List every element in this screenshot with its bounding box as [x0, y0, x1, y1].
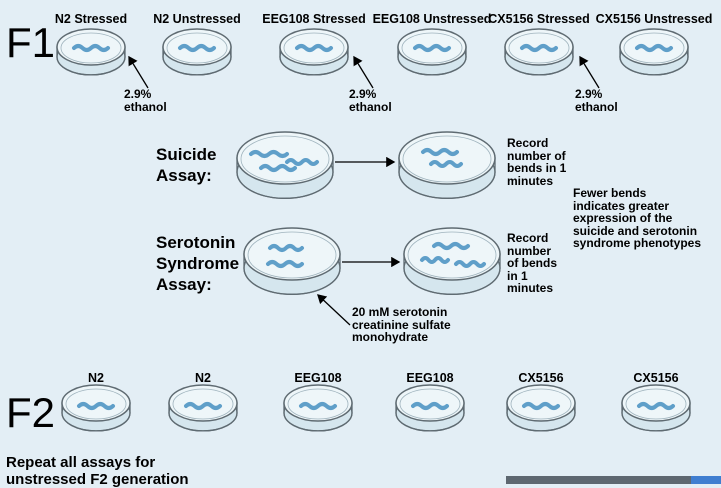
worm-shape	[411, 402, 449, 410]
f1-petri-dish	[504, 28, 574, 76]
f1-dish-label: N2 Unstressed	[153, 12, 241, 26]
f1-generation-label: F1	[6, 19, 56, 66]
dish-inner-rim	[510, 388, 572, 420]
f1-petri-dish	[279, 28, 349, 76]
f2-dish-label: N2	[88, 371, 104, 385]
worm-shape	[413, 44, 451, 52]
f2-petri-dish	[283, 384, 353, 432]
f1-dish-label: N2 Stressed	[54, 12, 128, 26]
worm-shape	[520, 44, 558, 52]
dish-rim	[403, 227, 501, 281]
dish-inner-rim	[287, 388, 349, 420]
f1-dish-label: CX5156 Stressed	[488, 12, 590, 26]
suicide-dish-end	[398, 131, 496, 199]
worm-shape	[522, 402, 560, 410]
dish-inner-rim	[402, 135, 492, 183]
ethanol-note: 2.9%ethanol	[349, 87, 392, 114]
dish-rim	[395, 384, 465, 422]
worm-shape	[299, 402, 337, 410]
suicide-record-note: Record number of bends in 1 minutes	[507, 136, 567, 188]
dish-rim	[61, 384, 131, 422]
f1-dish-label: CX5156 Unstressed	[595, 12, 713, 26]
worm-shape	[259, 164, 297, 172]
dish-inner-rim	[401, 32, 463, 64]
dish-rim	[621, 384, 691, 422]
worm-shape	[420, 256, 450, 264]
worm-shape	[184, 402, 222, 410]
ethanol-arrow	[128, 55, 149, 89]
worm-shape	[295, 44, 333, 52]
f1-petri-dish	[162, 28, 232, 76]
dish-rim	[506, 384, 576, 422]
f2-dish-label: CX5156	[633, 371, 679, 385]
dish-inner-rim	[172, 388, 234, 420]
dish-inner-rim	[407, 231, 497, 279]
f1-dish-label: EEG108 Stressed	[262, 12, 366, 26]
f1-dish-label: EEG108 Unstressed	[372, 12, 492, 26]
serotonin-dish-start	[243, 227, 341, 295]
serotonin-dish-end	[403, 227, 501, 295]
f2-petri-dish	[621, 384, 691, 432]
worm-shape	[268, 244, 304, 252]
dish-inner-rim	[60, 32, 122, 64]
f2-dish-label: CX5156	[518, 371, 564, 385]
dish-inner-rim	[399, 388, 461, 420]
worm-shape	[77, 402, 115, 410]
reagent-arrow	[317, 294, 351, 326]
worm-shape	[432, 242, 470, 250]
worm-shape	[266, 260, 304, 268]
f2-generation-label: F2	[6, 389, 56, 436]
f2-dish-label: EEG108	[406, 371, 454, 385]
dish-inner-rim	[247, 231, 337, 279]
worm-shape	[635, 44, 673, 52]
dish-inner-rim	[623, 32, 685, 64]
dish-inner-rim	[508, 32, 570, 64]
f2-petri-dish	[506, 384, 576, 432]
dish-rim	[168, 384, 238, 422]
f2-petri-dish	[61, 384, 131, 432]
ethanol-arrow	[353, 55, 374, 89]
f1-petri-dish	[56, 28, 126, 76]
bottom-scrollbar[interactable]	[506, 476, 721, 484]
worm-shape	[421, 148, 459, 156]
serotonin-reagent-note: 20 mM serotonin creatinine sulfate monoh…	[352, 305, 451, 344]
ethanol-note: 2.9%ethanol	[575, 87, 618, 114]
worm-shape	[285, 158, 319, 166]
dish-rim	[243, 227, 341, 281]
serotonin-assay-title: Serotonin Syndrome Assay:	[156, 233, 240, 294]
dish-inner-rim	[283, 32, 345, 64]
f1-petri-dish	[619, 28, 689, 76]
dish-rim	[398, 131, 496, 185]
worm-shape	[178, 44, 216, 52]
interpretation-note: Fewer bends indicates greater expression…	[573, 186, 702, 250]
serotonin-record-note: Record number of bends in 1 minutes	[507, 231, 557, 295]
dish-inner-rim	[625, 388, 687, 420]
f2-dish-label: EEG108	[294, 371, 342, 385]
worm-shape	[72, 44, 110, 52]
worm-shape	[454, 260, 486, 268]
suicide-dish-start	[236, 131, 334, 199]
f2-petri-dish	[168, 384, 238, 432]
dish-inner-rim	[65, 388, 127, 420]
ethanol-note: 2.9%ethanol	[124, 87, 167, 114]
scrollbar-thumb[interactable]	[691, 476, 721, 484]
worm-shape	[637, 402, 675, 410]
f2-petri-dish	[395, 384, 465, 432]
dish-inner-rim	[240, 135, 330, 183]
dish-rim	[236, 131, 334, 185]
f1-petri-dish	[397, 28, 467, 76]
f2-dish-label: N2	[195, 371, 211, 385]
dish-rim	[283, 384, 353, 422]
dish-inner-rim	[166, 32, 228, 64]
worm-shape	[249, 150, 289, 158]
worm-shape	[429, 160, 463, 168]
ethanol-arrow	[579, 55, 600, 89]
